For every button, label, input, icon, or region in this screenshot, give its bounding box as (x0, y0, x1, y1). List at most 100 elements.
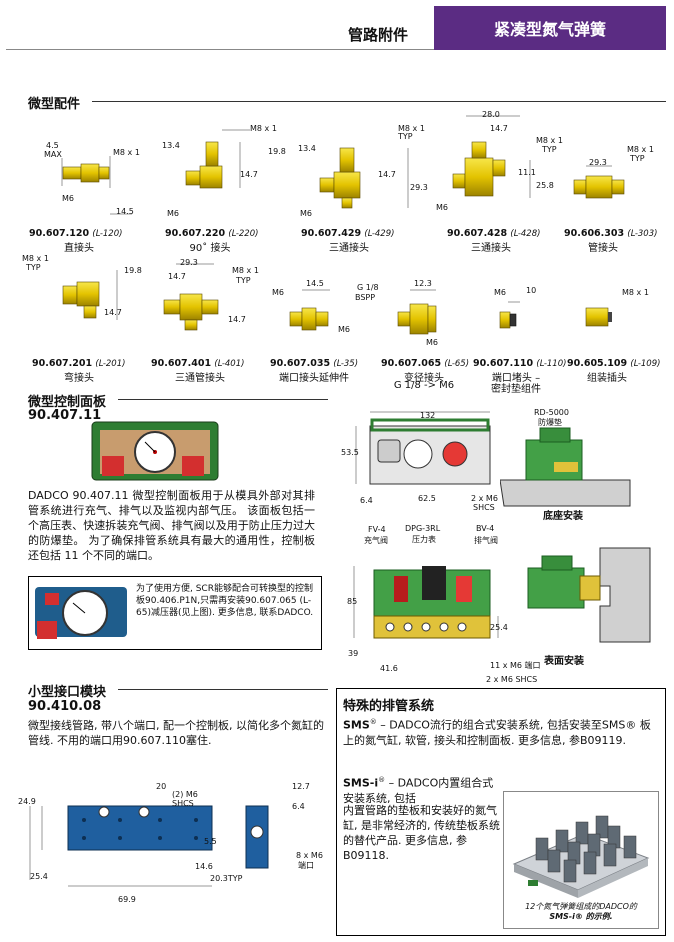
dim-label: 10 (526, 286, 537, 295)
dim-label: 14.7 (378, 170, 396, 179)
fitting-name: G 1/8 -> M6 (393, 380, 455, 391)
fitting-name: 直接头 (64, 243, 94, 254)
fitting-220-drawing (185, 129, 250, 189)
fitting-code: 90.607.429 (L-429) (301, 228, 395, 239)
fitting-401-drawing (163, 263, 219, 331)
special-piping-title: 特殊的排管系统 (343, 699, 435, 714)
dim-label: SHCS (172, 799, 194, 808)
dim-label: M6 (62, 194, 74, 203)
small-module-drawing (29, 805, 269, 887)
fitting-code: 90.607.220 (L-220) (165, 228, 259, 239)
small-module-code: 90.410.08 (28, 699, 102, 714)
control-panel-photo-small (35, 587, 127, 639)
dim-label: 25.4 (30, 872, 48, 881)
fitting-035-drawing (289, 289, 330, 331)
dim-label: 69.9 (118, 895, 136, 904)
dim-label: MAX (44, 150, 62, 159)
dim-label: 14.7 (104, 308, 122, 317)
smsi-description-2: 内置管路的垫板和安装好的氮气缸, 是非常经济的, 传统垫板系统的替代产品. 更多… (343, 804, 500, 862)
fitting-code: 90.607.401 (L-401) (151, 358, 245, 369)
dim-label: 24.9 (18, 797, 36, 806)
control-panel-code: 90.407.11 (28, 408, 102, 423)
dim-label: 14.7 (168, 272, 186, 281)
dim-label: 19.8 (124, 266, 142, 275)
micro-fittings-title: 微型配件 (28, 97, 81, 112)
dim-label: M8 x 1 (250, 124, 277, 133)
valve-front-drawing (353, 566, 499, 639)
bv4-cn-label: 排气阀 (474, 536, 498, 545)
dim-label: 11.1 (518, 168, 536, 177)
dim-label: 53.5 (341, 448, 359, 457)
control-panel-note-text: 为了使用方便, SCR能够配合可转换型的控制板90.406.P1N,只需再安装9… (136, 584, 314, 618)
fv4-label: FV-4 (368, 525, 386, 534)
dim-label: 29.3 (589, 158, 607, 167)
dim-label: M6 (436, 203, 448, 212)
dim-label: 8 x M6 (296, 851, 323, 860)
fitting-201-drawing (62, 270, 118, 320)
base-mount-drawing (500, 427, 631, 507)
dim-label: 6.4 (292, 802, 305, 811)
dim-label: 端口 (298, 861, 314, 870)
dim-label: 13.4 (298, 144, 316, 153)
dim-label: M6 (272, 288, 284, 297)
control-panel-description: DADCO 90.407.11 微型控制面板用于从模具外部对其排管系统进行充气、… (28, 489, 315, 562)
sms-text: – DADCO流行的组合式安装系统, 包括安装至SMS® 板上的氮气缸, 软管,… (343, 718, 651, 747)
dim-label: 12.3 (414, 279, 432, 288)
dim-label: 11 x M6 端口 (490, 661, 541, 670)
dim-label: 19.8 (268, 147, 286, 156)
fitting-name: 90˚ 接头 (189, 243, 231, 254)
fitting-name: 变径接头 (404, 373, 444, 384)
dim-label: 14.7 (228, 315, 246, 324)
fitting-name: 端口堵头 – (491, 373, 541, 384)
dim-label: 5.5 (204, 837, 217, 846)
fitting-110-drawing (499, 301, 520, 329)
sms-description: SMS® – DADCO流行的组合式安装系统, 包括安装至SMS® 板上的氮气缸… (343, 718, 651, 747)
small-module-rule (118, 689, 328, 690)
dim-label: M6 (167, 209, 179, 218)
dim-label: BSPP (355, 293, 376, 302)
fitting-429-drawing (319, 147, 409, 209)
dim-label: TYP (398, 132, 413, 141)
dim-label: 29.3 (180, 258, 198, 267)
fitting-name: 端口接头延伸件 (279, 373, 349, 384)
dim-label: M8 x 1 (398, 124, 425, 133)
micro-fittings-drawings (61, 115, 625, 335)
fitting-name: 三通接头 (471, 243, 511, 254)
bv4-label: BV-4 (476, 524, 495, 533)
fitting-name: 三通管接头 (175, 373, 225, 384)
dim-label: 25.4 (490, 623, 508, 632)
control-panel-photo (91, 421, 219, 481)
dim-label: TYP (630, 154, 645, 163)
fitting-name: 三通接头 (329, 243, 369, 254)
fitting-name: 弯接头 (64, 373, 94, 384)
fv4-cn-label: 充气阀 (364, 536, 388, 545)
header-banner-text: 紧凑型氮气弹簧 (493, 20, 606, 39)
dim-label: 20.3TYP (210, 874, 243, 883)
surface-mount-drawing (527, 547, 651, 643)
fitting-code: 90.607.120 (L-120) (29, 228, 123, 239)
dim-label: M8 x 1 (536, 136, 563, 145)
fitting-109-drawing (585, 307, 612, 327)
base-mount-caption: 底座安装 (543, 511, 583, 522)
dim-label: 14.6 (195, 862, 213, 871)
dim-label: SHCS (473, 503, 495, 512)
fitting-065-drawing (397, 289, 437, 335)
fitting-name: 组装插头 (587, 373, 627, 384)
control-panel-drawing (355, 411, 491, 485)
fitting-code: 90.607.201 (L-201) (32, 358, 126, 369)
micro-fittings-rule (92, 101, 666, 102)
dpg-cn-label: 压力表 (412, 535, 436, 544)
dim-label: M6 (426, 338, 438, 347)
dim-label: 85 (347, 597, 358, 606)
dim-label: TYP (236, 276, 251, 285)
control-panel-title: 微型控制面板 (28, 395, 107, 410)
fitting-code: 90.607.428 (L-428) (447, 228, 541, 239)
dim-label: 2 x M6 SHCS (486, 675, 538, 684)
smsi-description: SMS-i® – DADCO内置组合式安装系统, 包括 (343, 776, 494, 805)
fitting-code: 90.607.110 (L-110) (473, 358, 567, 369)
dim-label: 14.7 (490, 124, 508, 133)
dim-label: 25.8 (536, 181, 554, 190)
small-module-description: 微型接线管路, 带八个端口, 配一个控制板, 以简化多个氮缸的管线. 不用的端口… (28, 719, 324, 747)
dim-label: 12.7 (292, 782, 310, 791)
dim-label: M8 x 1 (232, 266, 259, 275)
